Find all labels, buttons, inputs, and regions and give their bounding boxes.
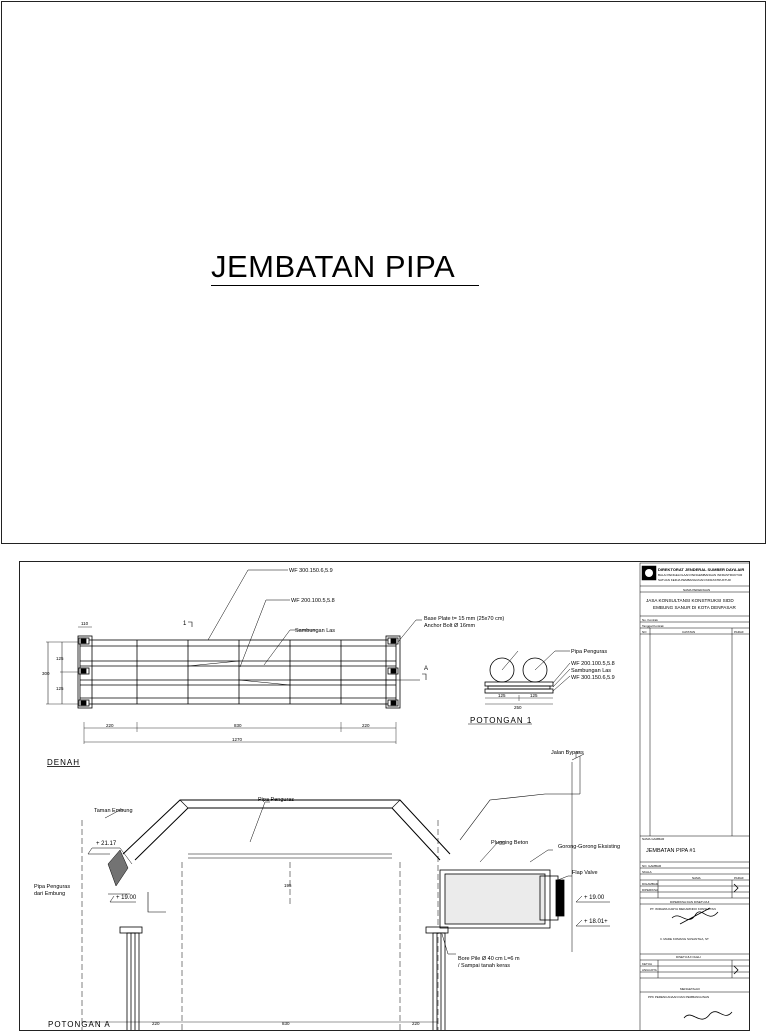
label-pipa-top: Pipa Penguras <box>258 797 294 803</box>
dim-125-b: 125 <box>56 686 64 691</box>
tb-paraf: PARAF <box>734 876 744 880</box>
tb-col-catatan: CATATAN <box>682 630 695 634</box>
engineering-drawing: WF 300.150.6,5.9 WF 200.100.5,5.8 Sambun… <box>34 562 749 1030</box>
dim-s1-125-b: 125 <box>530 693 538 698</box>
tb-bottom-label: MENGETAHUI <box>680 987 700 991</box>
label-jalan: Jalan Bypass <box>551 750 584 756</box>
dim-s1-250: 250 <box>514 705 522 710</box>
label-wf-top: WF 300.150.6,5.9 <box>289 568 333 574</box>
label-wf-mid: WF 200.100.5,5.8 <box>291 598 335 604</box>
cover-sheet: JEMBATAN PIPA <box>1 1 766 544</box>
label-gorong: Gorong-Gorong Eksisting <box>558 844 620 850</box>
label-anchor: Anchor Bolt Ø 16mm <box>424 623 475 629</box>
title-block <box>639 562 749 1030</box>
section-1-view <box>468 650 571 725</box>
tb-row-nomor: No. Kontrak <box>642 618 658 622</box>
label-pipa-left-2: dari Embung <box>34 891 65 897</box>
plan-view <box>46 569 427 744</box>
section-a-view <box>81 751 610 1030</box>
drawing-sheet: WF 300.150.6,5.9 WF 200.100.5,5.8 Sambun… <box>19 561 750 1031</box>
tb-approve-label: DISETUJUI OLEH <box>676 955 701 959</box>
dim-830: 830 <box>234 723 242 728</box>
label-sambungan: Sambungan Las <box>295 628 335 634</box>
tb-consultant: PT. WIRAWA KARYA MEKARINDO KONSULTAN <box>650 907 716 911</box>
tb-drawing-title: JEMBATAN PIPA #1 <box>646 848 696 854</box>
plan-frame <box>79 639 397 705</box>
tb-digambar: DIGAMBAR <box>642 882 659 886</box>
tb-agency: DIREKTORAT JENDERAL SUMBER DAYA AIR <box>658 567 744 572</box>
tb-job-line-2: EMBUNG SANUR DI KOTA DENPASAR <box>653 605 736 610</box>
label-flap: Flap Valve <box>572 870 598 876</box>
section-a-title: POTONGAN A <box>48 1020 111 1029</box>
tb-col-no: NO <box>642 630 647 634</box>
section-marker-1: 1 <box>183 621 187 627</box>
label-elev-2117: + 21.17 <box>96 841 117 847</box>
label-s1-pipa: Pipa Penguras <box>571 649 607 655</box>
dim-125-a: 125 <box>56 656 64 661</box>
tb-consultant-label: DIPERIKSA DAN DISETUJUI <box>670 900 710 904</box>
cover-title: JEMBATAN PIPA <box>211 249 456 284</box>
plan-title: DENAH <box>47 758 80 767</box>
label-s1-sambungan: Sambungan Las <box>571 668 611 674</box>
label-s1-wf200: WF 200.100.5,5.8 <box>571 661 615 667</box>
tb-row-tanggal: Tanggal Kontrak <box>642 624 664 628</box>
label-bore: Bore Pile Ø 40 cm L=6 m <box>458 956 520 962</box>
label-elev-1900-b: + 19.00 <box>584 895 605 901</box>
dim-300: 300 <box>42 671 50 676</box>
tb-diperiksa: DIPERIKSA <box>642 888 658 892</box>
tb-agency-sub: BALAI PENGELOLAAN PENGEMBANGAN INFRASTRU… <box>658 573 743 577</box>
tb-bottom-org: PPK PERENCANAAN DAN PEMBANGUNAN <box>648 995 709 999</box>
tb-job-line-1: JASA KONSULTANSI KONSTRUKSI SIDD <box>646 598 734 603</box>
label-s1-wf300: WF 300.150.6,5.9 <box>571 675 615 681</box>
dim-220-a: 220 <box>106 723 114 728</box>
label-plugging: Plugging Beton <box>491 840 528 846</box>
label-elev-1900-a: + 19.00 <box>116 895 137 901</box>
dim-195: 195 <box>284 883 292 888</box>
label-pipa-left: Pipa Penguras <box>34 884 70 890</box>
tb-anggota: ANGGOTA <box>642 968 657 972</box>
tb-drawing-label: NAMA GAMBAR <box>642 837 665 841</box>
tb-signer: Ir. MADE KOMANG SUSANTHA, ST <box>660 937 709 941</box>
label-bore-2: / Sampai tanah keras <box>458 963 510 969</box>
tb-no-gambar: NO. GAMBAR <box>642 864 662 868</box>
dim-220-b: 220 <box>362 723 370 728</box>
tb-job-label: NAMA PEKERJAAN <box>683 588 710 592</box>
label-base-plate: Base Plate t= 15 mm (25x70 cm) <box>424 616 504 622</box>
tb-col-paraf: PARAF <box>734 630 744 634</box>
cover-title-underline <box>211 285 479 286</box>
tb-skala: SKALA <box>642 870 652 874</box>
section-1-title: POTONGAN 1 <box>470 716 532 725</box>
tb-agency-sub2: SATUAN KERJA PEMBANGUNAN INFRASTRUKTUR <box>658 578 732 582</box>
label-elev-1801: + 18.01+ <box>584 919 608 925</box>
dim-1270: 1270 <box>232 737 243 742</box>
tb-ketua: KETUA <box>642 962 652 966</box>
tb-nama: NAMA <box>692 876 701 880</box>
dim-s1-125-a: 125 <box>498 693 506 698</box>
label-taman: Taman Embung <box>94 808 133 814</box>
dim-110: 110 <box>81 621 89 626</box>
section-marker-a: A <box>424 666 428 672</box>
